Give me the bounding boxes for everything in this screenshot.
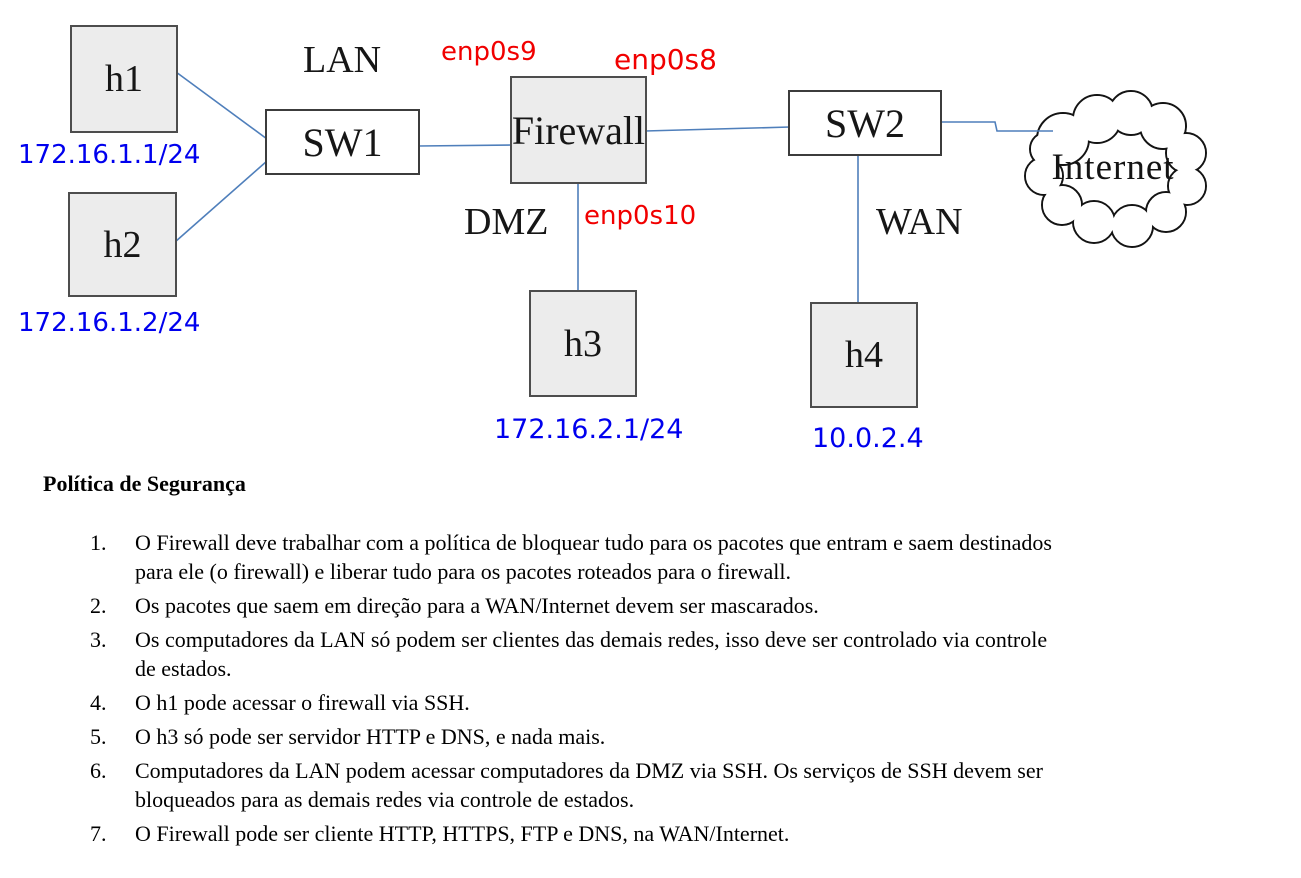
node-h3: h3 [529, 290, 637, 397]
node-h4: h4 [810, 302, 918, 408]
node-sw2: SW2 [788, 90, 942, 156]
policy-item-number: 2. [90, 593, 107, 618]
policy-item: 1. O Firewall deve trabalhar com a polít… [90, 528, 1280, 586]
interface-label-enp0s9: enp0s9 [441, 37, 537, 67]
policy-item-number: 1. [90, 530, 107, 555]
policy-list: 1. O Firewall deve trabalhar com a polít… [90, 528, 1280, 853]
policy-item: 4. O h1 pode acessar o firewall via SSH. [90, 688, 1280, 717]
node-sw1-label: SW1 [302, 119, 383, 165]
interface-label-enp0s8: enp0s8 [614, 43, 717, 76]
zone-label-dmz: DMZ [464, 201, 549, 243]
interface-label-enp0s10: enp0s10 [584, 201, 697, 231]
policy-item-number: 4. [90, 690, 107, 715]
policy-item-number: 5. [90, 724, 107, 749]
ip-label-h3: 172.16.2.1/24 [494, 414, 684, 445]
link-h1-sw1 [175, 71, 268, 140]
link-sw2-internet [940, 121, 1053, 132]
node-h2-label: h2 [103, 223, 142, 266]
node-h3-label: h3 [564, 322, 602, 365]
ip-label-h1: 172.16.1.1/24 [18, 140, 201, 170]
policy-heading: Política de Segurança [43, 471, 246, 496]
policy-item-text: O h1 pode acessar o firewall via SSH. [135, 690, 470, 715]
link-firewall-sw2 [644, 126, 791, 132]
policy-item-number: 3. [90, 627, 107, 652]
policy-item-number: 7. [90, 821, 107, 846]
policy-item: 2. Os pacotes que saem em direção para a… [90, 591, 1280, 620]
policy-item-text: O Firewall deve trabalhar com a política… [135, 530, 1052, 584]
node-firewall-label: Firewall [511, 107, 646, 153]
node-h2: h2 [68, 192, 177, 297]
link-sw1-firewall [417, 144, 513, 147]
policy-item: 7. O Firewall pode ser cliente HTTP, HTT… [90, 819, 1280, 848]
policy-item-text: O h3 só pode ser servidor HTTP e DNS, e … [135, 724, 606, 749]
node-firewall: Firewall [510, 76, 647, 184]
link-h2-sw1 [174, 160, 268, 243]
policy-item-text: Os pacotes que saem em direção para a WA… [135, 593, 819, 618]
node-h1: h1 [70, 25, 178, 133]
policy-item: 3. Os computadores da LAN só podem ser c… [90, 625, 1280, 683]
policy-item-text: Os computadores da LAN só podem ser clie… [135, 627, 1048, 681]
internet-cloud-fill [1026, 92, 1205, 246]
node-h4-label: h4 [845, 334, 883, 376]
zone-label-lan: LAN [303, 39, 382, 81]
ip-label-h2: 172.16.1.2/24 [18, 308, 201, 338]
policy-item-number: 6. [90, 758, 107, 783]
node-sw2-label: SW2 [825, 100, 905, 146]
policy-item-text: Computadores da LAN podem acessar comput… [135, 758, 1043, 812]
zone-label-wan: WAN [876, 201, 963, 243]
policy-item-text: O Firewall pode ser cliente HTTP, HTTPS,… [135, 821, 790, 846]
policy-item: 5. O h3 só pode ser servidor HTTP e DNS,… [90, 722, 1280, 751]
ip-label-h4: 10.0.2.4 [812, 423, 924, 454]
node-h1-label: h1 [105, 58, 143, 100]
internet-cloud-label: Internet [1051, 147, 1175, 188]
policy-item: 6. Computadores da LAN podem acessar com… [90, 756, 1280, 814]
node-sw1: SW1 [265, 109, 420, 175]
